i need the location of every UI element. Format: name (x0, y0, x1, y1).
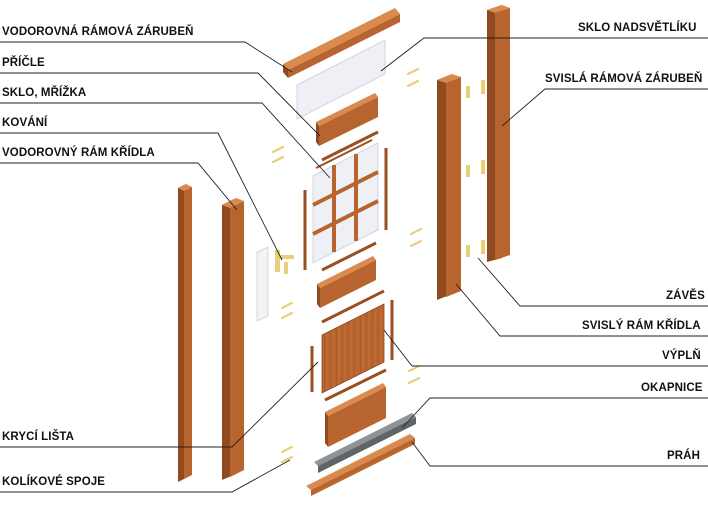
label-hardware: KOVÁNÍ (2, 117, 48, 129)
left-sash-stile (222, 198, 244, 480)
label-horizontal-frame-head: VODOROVNÁ RÁMOVÁ ZÁRUBEŇ (2, 26, 194, 38)
label-glass-grille: SKLO, MŘÍŽKA (2, 87, 87, 99)
drip-cap (314, 413, 416, 473)
horizontal-sash-rail (317, 241, 377, 308)
dowel-joints (271, 67, 423, 464)
label-mullion: PŘÍČLE (2, 57, 45, 69)
door-panel (310, 289, 394, 402)
leader-lines (0, 37, 708, 493)
vertical-sash-stile (437, 74, 470, 300)
label-threshold: PRÁH (667, 450, 700, 462)
door-hardware (256, 246, 294, 322)
glazing-beads-top (315, 130, 379, 169)
label-hinge: ZÁVĚS (666, 290, 705, 302)
cover-strip-left (178, 184, 192, 482)
threshold (306, 434, 415, 496)
transom-glass (296, 39, 386, 120)
glass-with-grille (303, 142, 388, 270)
label-horizontal-sash-rail: VODOROVNÝ RÁM KŘÍDLA (2, 147, 155, 159)
label-vertical-frame-jamb: SVISLÁ RÁMOVÁ ZÁRUBEŇ (545, 73, 703, 85)
label-transom-glass: SKLO NADSVĚTLÍKU (578, 22, 697, 34)
label-cover-strip: KRYCÍ LIŠTA (2, 431, 75, 443)
label-panel: VÝPLŇ (662, 350, 701, 362)
label-dowel-joints: KOLÍKOVÉ SPOJE (2, 476, 106, 488)
label-vertical-sash-stile: SVISLÝ RÁM KŘÍDLA (582, 320, 701, 332)
label-drip-cap: OKAPNICE (641, 382, 703, 394)
vertical-frame-jamb (481, 5, 510, 262)
bottom-sash-rail (325, 383, 386, 447)
